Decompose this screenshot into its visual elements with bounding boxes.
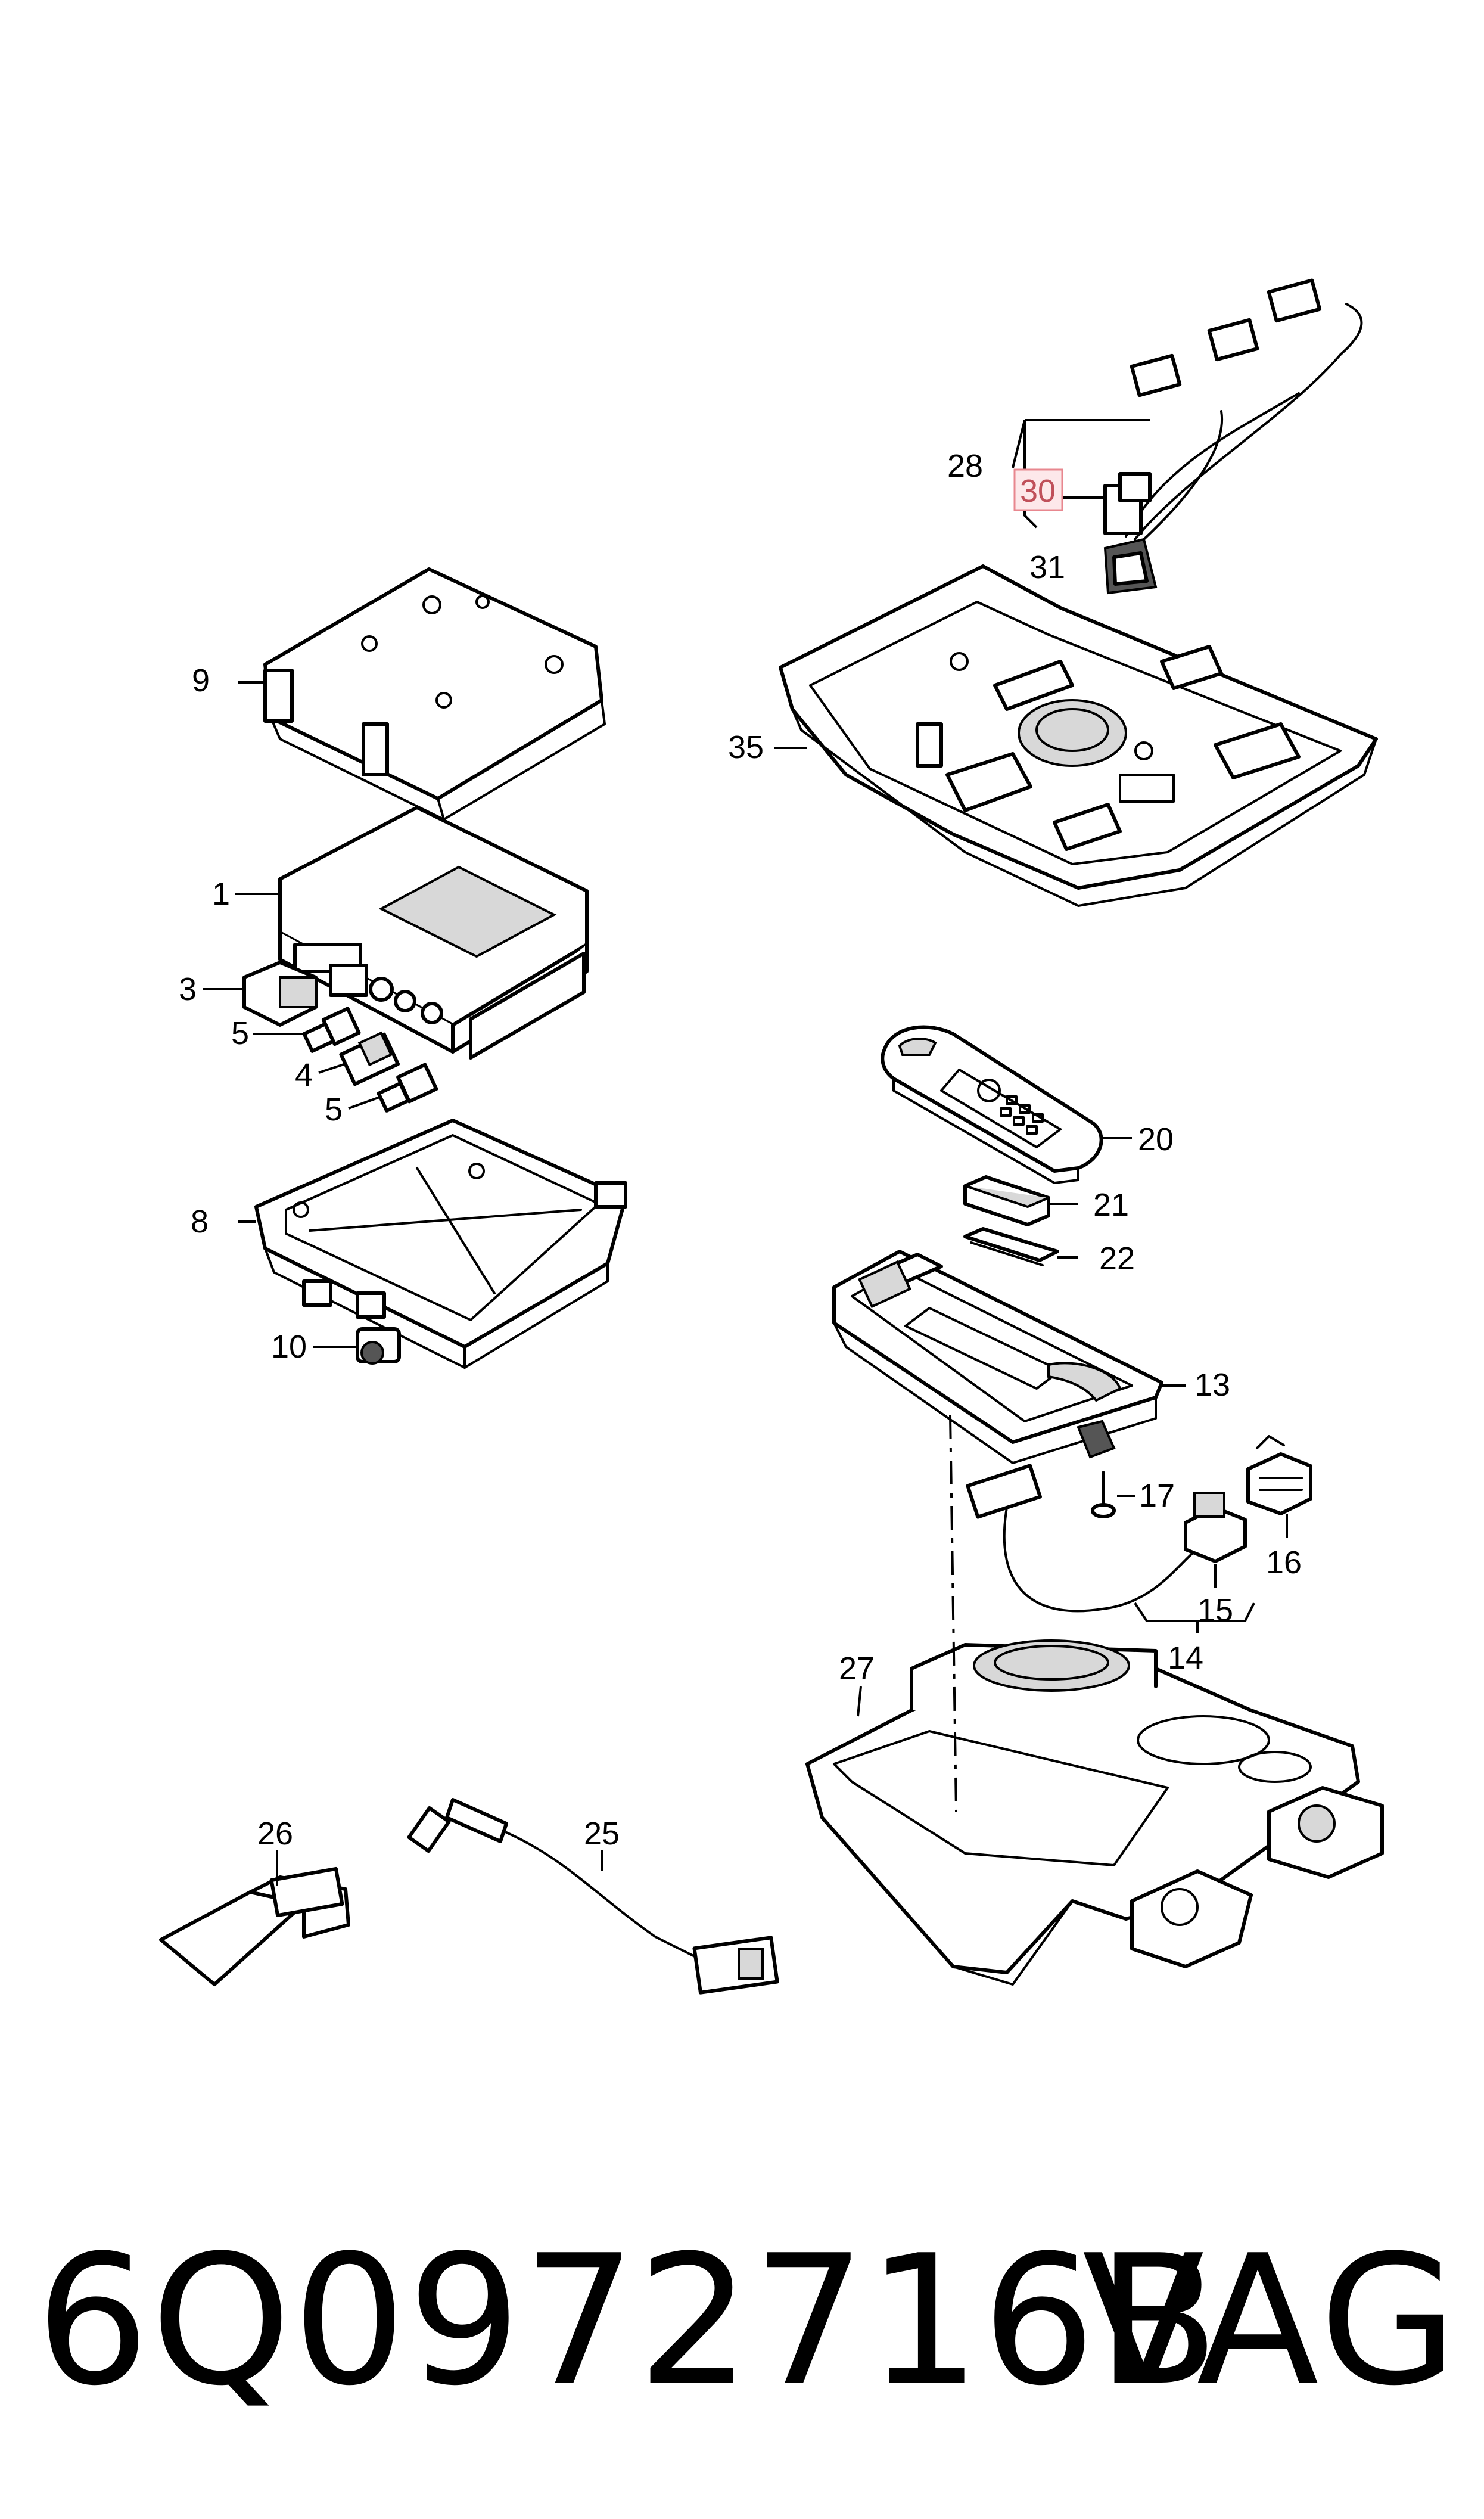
part-26-sim-adapter — [159, 1866, 350, 1986]
callout-14[interactable]: 14 — [1168, 1640, 1203, 1676]
part-22-pad — [963, 1227, 1059, 1266]
callout-35[interactable]: 35 — [728, 729, 764, 765]
callout-17[interactable]: 17 — [1139, 1478, 1175, 1514]
callout-13[interactable]: 13 — [1194, 1367, 1230, 1403]
part-21-battery — [963, 1175, 1050, 1226]
part-30-connector — [1103, 472, 1152, 535]
callout-15[interactable]: 15 — [1197, 1592, 1233, 1628]
part-3-connector — [242, 961, 318, 1027]
callout-5-lower[interactable]: 5 — [325, 1092, 343, 1128]
part-25-antenna-cable — [407, 1798, 779, 1995]
part-17-screw — [1091, 1471, 1116, 1518]
brand-label: VAG — [1082, 2217, 1461, 2425]
part-20-handset — [881, 1025, 1103, 1184]
callout-21[interactable]: 21 — [1093, 1187, 1129, 1223]
callout-9[interactable]: 9 — [192, 663, 210, 698]
callout-8[interactable]: 8 — [191, 1204, 209, 1240]
callout-5-upper[interactable]: 5 — [231, 1015, 249, 1051]
part-28-wiring-harness — [1025, 278, 1363, 541]
part-31-clip — [1103, 538, 1158, 595]
part-13-cradle — [832, 1250, 1163, 1464]
part-4-plug — [339, 1031, 400, 1086]
callout-1[interactable]: 1 — [212, 876, 230, 912]
part-16-connector — [1246, 1435, 1312, 1515]
callout-10[interactable]: 10 — [271, 1329, 307, 1365]
callout-28[interactable]: 28 — [947, 448, 983, 484]
callout-31[interactable]: 31 — [1029, 549, 1065, 585]
callouts: 9 1 3 5 4 5 8 10 28 30 31 35 20 21 22 13… — [179, 448, 1302, 1852]
callout-22[interactable]: 22 — [1099, 1241, 1135, 1276]
part-35-roof-console — [779, 564, 1378, 907]
part-1-control-unit — [278, 806, 589, 1060]
part-15-connector — [1184, 1492, 1247, 1563]
assembly-axis-line — [949, 1415, 957, 1812]
part-5-plug-upper — [302, 1007, 361, 1053]
callout-30-highlight — [1013, 468, 1063, 511]
callout-20[interactable]: 20 — [1138, 1122, 1174, 1157]
part-10-plug — [356, 1327, 401, 1365]
callout-3[interactable]: 3 — [179, 971, 197, 1007]
callout-30[interactable]: 30 — [1020, 473, 1056, 509]
leader-lines — [203, 420, 1288, 1886]
callout-16[interactable]: 16 — [1266, 1545, 1302, 1580]
part-number-label: 6Q0972716B — [36, 2217, 1221, 2425]
part-8-bracket — [254, 1119, 627, 1369]
callout-4[interactable]: 4 — [295, 1057, 313, 1093]
part-9-cover — [263, 567, 606, 821]
callout-25[interactable]: 25 — [584, 1816, 620, 1852]
callout-26[interactable]: 26 — [257, 1816, 293, 1852]
part-27-centre-console — [805, 1639, 1384, 1986]
part-14-cable — [966, 1464, 1255, 1633]
callout-27[interactable]: 27 — [839, 1651, 875, 1686]
part-5-plug-lower — [377, 1063, 438, 1113]
